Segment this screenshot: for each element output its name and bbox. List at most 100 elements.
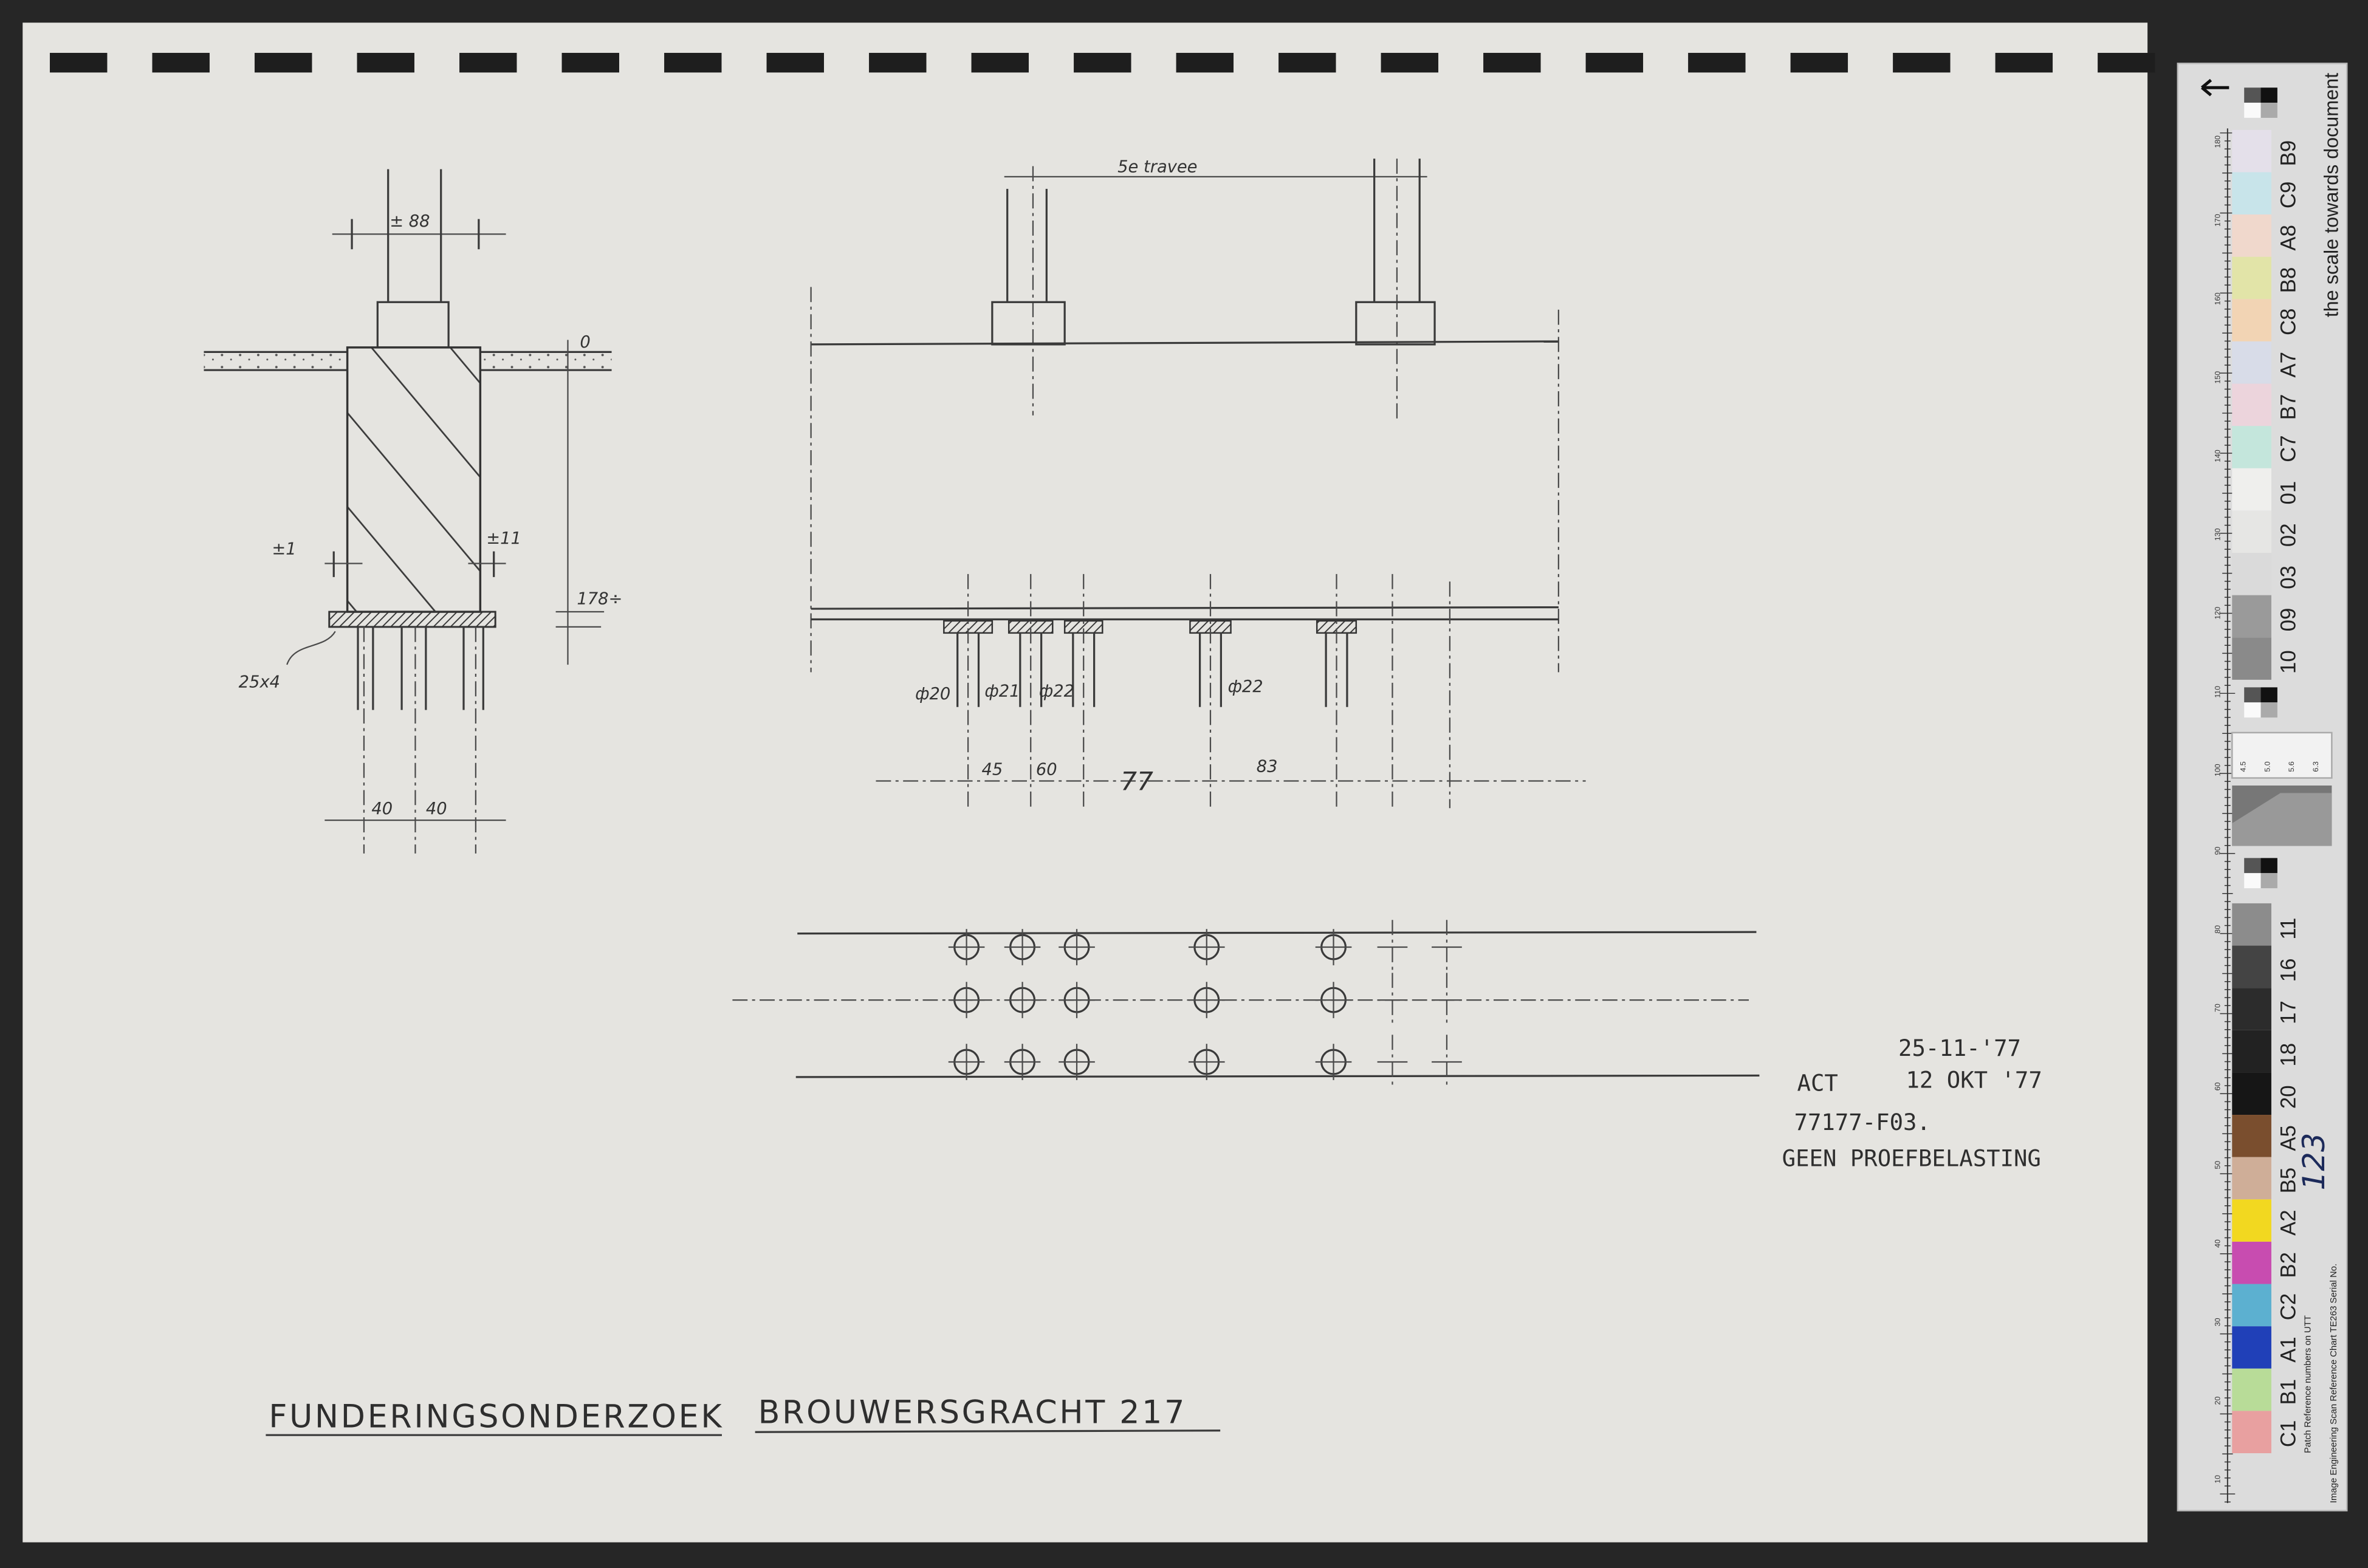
patch-label: 17 <box>2277 1001 2301 1024</box>
resolution-label: 5.6 <box>2287 761 2296 772</box>
pile-spacing-83: 83 <box>1257 758 1278 776</box>
handwritten-serial: 123 <box>2296 1132 2332 1190</box>
patch-label: B5 <box>2277 1168 2301 1194</box>
ruler-label: 180 <box>2213 135 2222 148</box>
color-patch-a2 <box>2232 1199 2271 1242</box>
pile-plan-view <box>732 920 1760 1089</box>
patch-label: C7 <box>2277 435 2301 462</box>
gray-key <box>2244 858 2261 874</box>
ruler-label: 150 <box>2213 371 2222 384</box>
ruler-label: 40 <box>2213 1239 2222 1248</box>
ruler-label: 50 <box>2213 1161 2222 1169</box>
patch-label: C2 <box>2277 1293 2301 1320</box>
plank-size-label: 25x4 <box>239 673 280 691</box>
color-patch-a8 <box>2232 214 2271 257</box>
color-patch-20 <box>2232 1072 2271 1115</box>
date-stamp-1: 25-11-'77 <box>1898 1035 2021 1061</box>
pile-diameter-1: ф20 <box>915 685 950 704</box>
patch-label: 02 <box>2277 523 2301 547</box>
ruler-label: 140 <box>2213 450 2222 462</box>
gray-key <box>2244 687 2261 703</box>
gray-key <box>2260 858 2277 874</box>
patch-label: 01 <box>2277 481 2301 505</box>
width-dimension: ± 88 <box>390 212 430 231</box>
pile-spacing-2: 40 <box>426 799 447 818</box>
patch-label: 09 <box>2277 608 2301 632</box>
pile-diameter-2: ф21 <box>984 682 1020 700</box>
patch-label: C1 <box>2277 1420 2301 1447</box>
punch-hole <box>1790 53 1848 73</box>
punch-hole <box>152 53 210 73</box>
color-patch-c9 <box>2232 172 2271 215</box>
color-patch-b8 <box>2232 256 2271 300</box>
punch-hole <box>561 53 619 73</box>
color-patch-b7 <box>2232 383 2271 426</box>
resolution-label: 4.5 <box>2239 761 2248 772</box>
patch-label: A2 <box>2277 1210 2301 1236</box>
gray-key <box>2260 87 2277 103</box>
act-stamp: ACT <box>1797 1069 1838 1096</box>
binding-punch-strip <box>50 53 2155 73</box>
ruler-label: 130 <box>2213 528 2222 541</box>
ruler-label: 80 <box>2213 925 2222 934</box>
patch-label: 16 <box>2277 959 2301 982</box>
punch-hole <box>766 53 824 73</box>
ruler-label: 60 <box>2213 1082 2222 1090</box>
ruler-label: 30 <box>2213 1318 2222 1326</box>
color-patch-c2 <box>2232 1284 2271 1327</box>
right-offset-label: ±11 <box>486 529 521 548</box>
depth-label: 178÷ <box>577 590 622 609</box>
pile-spacing-1: 40 <box>371 799 393 818</box>
gray-key <box>2244 87 2261 103</box>
punch-hole <box>1483 53 1541 73</box>
left-offset-label: ±1 <box>272 540 296 559</box>
color-patch-a5 <box>2232 1115 2271 1157</box>
patch-label: C8 <box>2277 309 2301 335</box>
gray-key <box>2244 873 2261 889</box>
patch-label: 10 <box>2277 650 2301 674</box>
patch-reference-note: Patch Reference numbers on UTT <box>2304 1315 2313 1453</box>
color-patch-01 <box>2232 468 2271 511</box>
patch-label: 20 <box>2277 1085 2301 1109</box>
resolution-label: 6.3 <box>2311 761 2320 772</box>
span-label: 5e travee <box>1117 157 1197 176</box>
punch-hole <box>1176 53 1234 73</box>
scan-reference-chart: 1801701601501401301201101009080706050403… <box>2177 63 2348 1512</box>
masonry-footing <box>346 346 482 613</box>
color-patch-11 <box>2232 903 2271 946</box>
color-patch-b2 <box>2232 1241 2271 1284</box>
ruler-label: 90 <box>2213 846 2222 855</box>
resolution-label: 5.0 <box>2263 761 2271 772</box>
color-patch-b5 <box>2232 1157 2271 1200</box>
color-patch-18 <box>2232 1030 2271 1073</box>
punch-hole <box>1893 53 1951 73</box>
chart-caption: the scale towards document <box>2320 73 2342 317</box>
patch-label: 11 <box>2277 917 2301 939</box>
punch-hole <box>459 53 517 73</box>
drawing-title-2: BROUWERSGRACHT 217 <box>758 1394 1187 1431</box>
ruler-label: 20 <box>2213 1397 2222 1405</box>
color-patch-10 <box>2232 637 2271 680</box>
ruler-label: 70 <box>2213 1004 2222 1012</box>
timber-plank <box>328 611 496 628</box>
patch-label: A7 <box>2277 352 2301 378</box>
date-stamp-2: 12 OKT '77 <box>1906 1066 2042 1093</box>
ruler-label: 170 <box>2213 214 2222 227</box>
foundation-section-left: ± 88 40 40 25x4 ±1 ±11 0 178÷ <box>204 169 622 854</box>
drawing-sheet <box>22 22 2148 1542</box>
color-patch-a1 <box>2232 1326 2271 1369</box>
punch-hole <box>1688 53 1746 73</box>
color-patch-17 <box>2232 988 2271 1030</box>
pile-diameter-4: ф22 <box>1228 677 1263 696</box>
resolution-target <box>2231 731 2333 779</box>
patch-label: B1 <box>2277 1379 2301 1405</box>
punch-hole <box>2098 53 2155 73</box>
load-test-note: GEEN PROEFBELASTING <box>1782 1145 2041 1172</box>
ruler-label: 160 <box>2213 292 2222 305</box>
gray-key <box>2244 702 2261 718</box>
punch-hole <box>971 53 1029 73</box>
patch-label: B7 <box>2277 394 2301 420</box>
ruler-label: 100 <box>2213 764 2222 776</box>
punch-hole <box>1381 53 1439 73</box>
foundation-section-middle: 5e travee ф20 ф21 ф22 ф22 45 60 77 83 <box>810 157 1586 809</box>
